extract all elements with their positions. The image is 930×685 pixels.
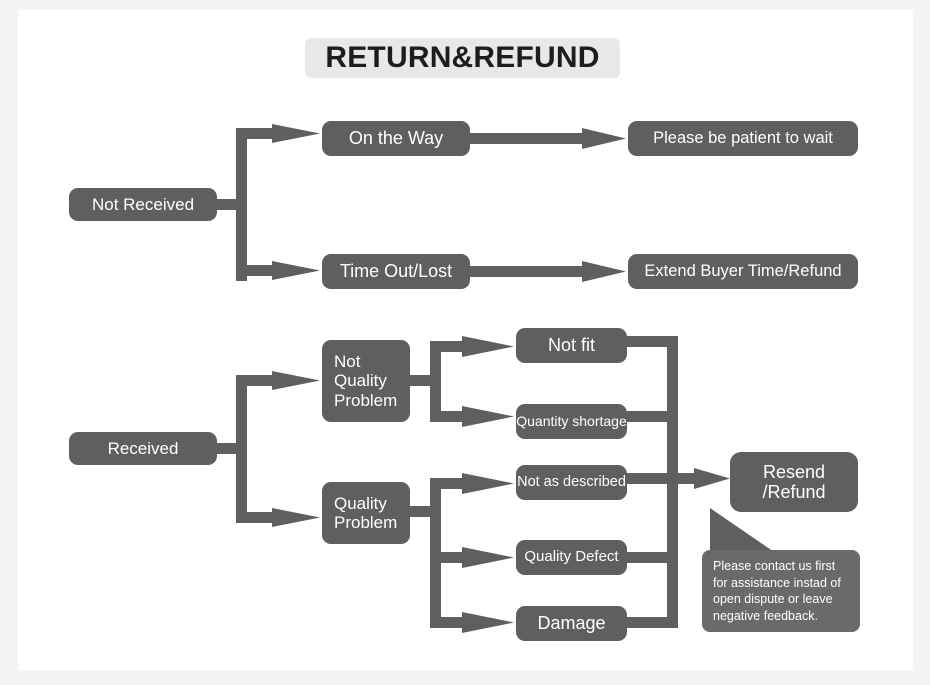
node-received[interactable]: Received — [69, 432, 217, 465]
node-quantity-shortage[interactable]: Quantity shortage — [516, 404, 627, 439]
callout-tooltip: Please contact us first for assistance i… — [702, 550, 860, 632]
node-not-quality-problem[interactable]: Not Quality Problem — [322, 340, 410, 422]
node-on-the-way[interactable]: On the Way — [322, 121, 470, 156]
node-resend-refund[interactable]: Resend /Refund — [730, 452, 858, 512]
node-extend-buyer-time-refund[interactable]: Extend Buyer Time/Refund — [628, 254, 858, 289]
node-quality-defect[interactable]: Quality Defect — [516, 540, 627, 575]
node-not-received[interactable]: Not Received — [69, 188, 217, 221]
node-not-fit[interactable]: Not fit — [516, 328, 627, 363]
node-please-be-patient-to-wait[interactable]: Please be patient to wait — [628, 121, 858, 156]
node-quality-problem[interactable]: Quality Problem — [322, 482, 410, 544]
page-title: RETURN&REFUND — [305, 38, 620, 78]
node-not-as-described[interactable]: Not as described — [516, 465, 627, 500]
node-time-out-lost[interactable]: Time Out/Lost — [322, 254, 470, 289]
node-damage[interactable]: Damage — [516, 606, 627, 641]
